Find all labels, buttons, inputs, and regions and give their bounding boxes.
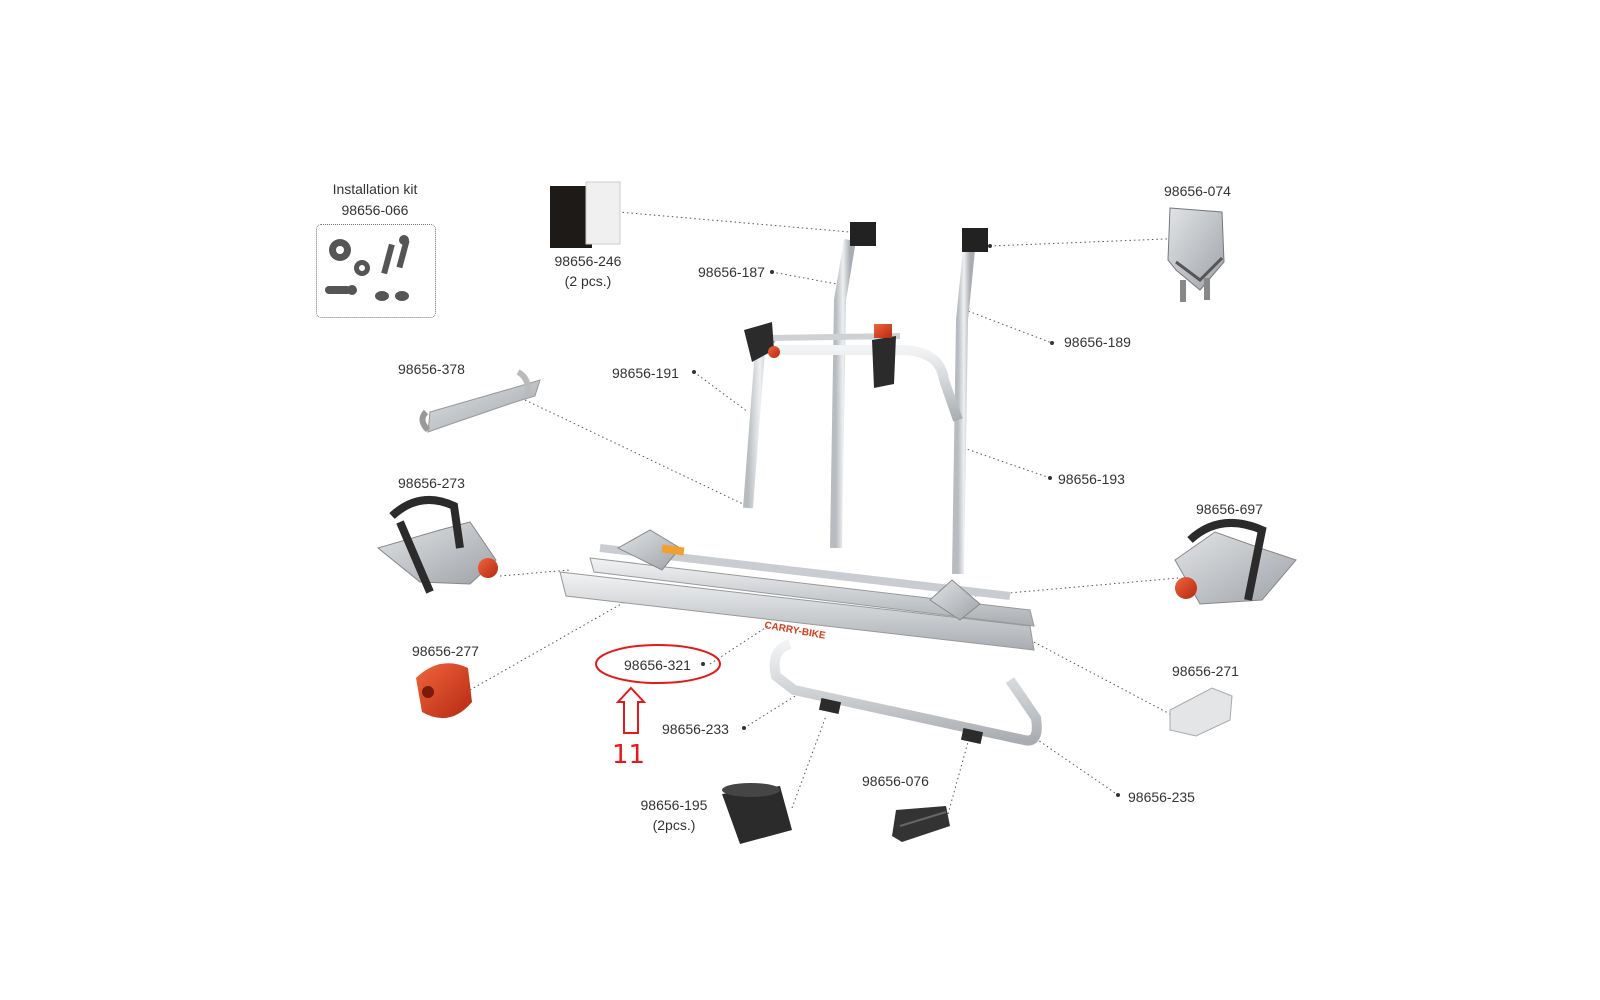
installation-kit-code: 98656-066	[341, 202, 409, 218]
leader-dots	[616, 210, 1120, 797]
part-label-98656-697: 98656-697	[1196, 501, 1263, 517]
part-label-98656-321: 98656-321	[624, 657, 691, 673]
part-label-98656-193: 98656-193	[1058, 471, 1125, 487]
part-label-98656-191: 98656-191	[612, 365, 679, 381]
wheel-cradle-left-part	[376, 496, 498, 594]
part-label-98656-233: 98656-233	[662, 721, 729, 737]
part-label-98656-273: 98656-273	[398, 475, 465, 491]
leader-lines	[469, 211, 1191, 815]
highlight-annotation	[595, 644, 721, 734]
part-label-98656-189: 98656-189	[1064, 334, 1131, 350]
black-sleeve-part	[722, 783, 792, 844]
part-label-98656-074: 98656-074	[1164, 183, 1231, 199]
wall-bracket-part	[1167, 207, 1225, 302]
installation-kit-box	[316, 224, 436, 318]
red-knob-part	[416, 663, 472, 719]
part-label-98656-187: 98656-187	[698, 264, 765, 280]
part-note-98656-195: (2pcs.)	[652, 817, 696, 833]
part-note-98656-246: (2 pcs.)	[564, 273, 612, 289]
wheel-cradle-right-part	[1174, 518, 1297, 605]
part-label-98656-195: 98656-195	[640, 797, 708, 813]
part-label-98656-271: 98656-271	[1172, 663, 1239, 679]
end-cap-part	[1169, 687, 1233, 737]
wheel-holder-part	[419, 369, 541, 433]
part-label-98656-235: 98656-235	[1128, 789, 1195, 805]
part-label-98656-246: 98656-246	[554, 253, 622, 269]
part-label-98656-076: 98656-076	[862, 773, 929, 789]
tube-clip-part	[892, 806, 950, 842]
annotation-number: 11	[612, 740, 646, 770]
part-label-98656-277: 98656-277	[412, 643, 479, 659]
installation-kit-title: Installation kit	[332, 181, 418, 197]
installation-kit-icons	[325, 235, 410, 301]
adhesive-pads-part	[550, 181, 621, 248]
part-label-98656-378: 98656-378	[398, 361, 465, 377]
bike-rack-assembly: CARRY-BIKE	[559, 222, 1042, 746]
